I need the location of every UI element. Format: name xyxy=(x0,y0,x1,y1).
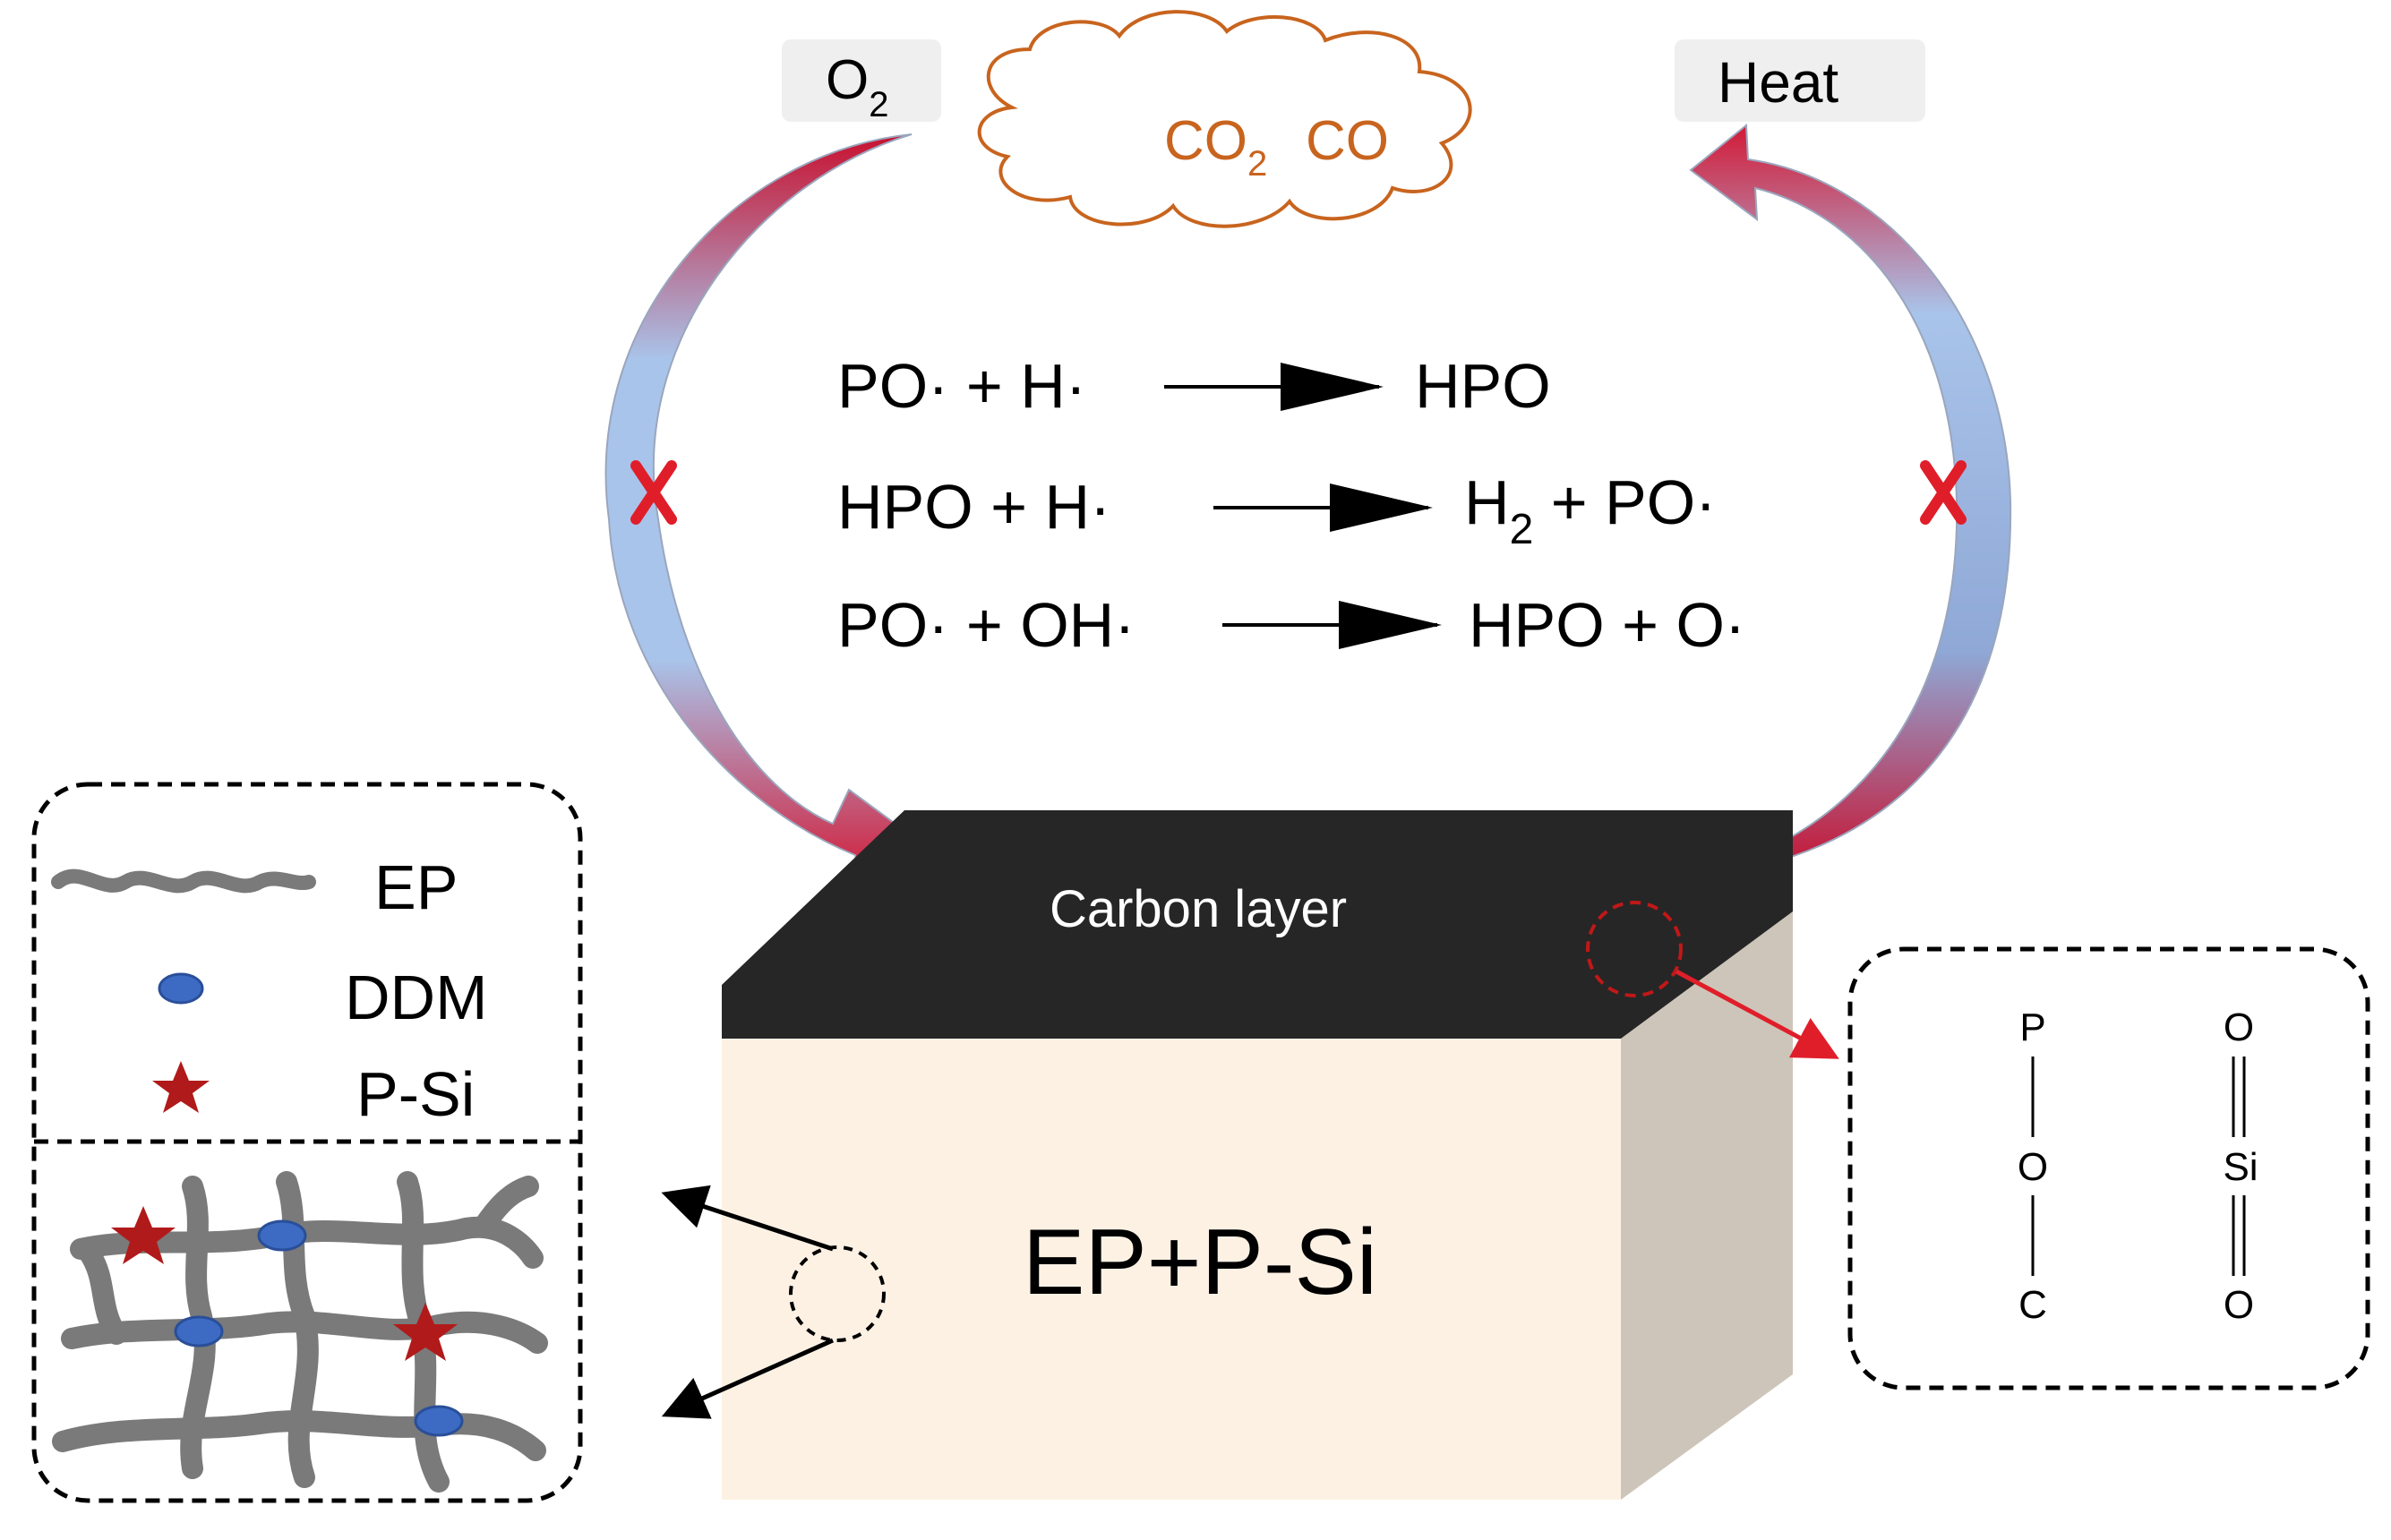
ellipse-icon xyxy=(158,972,204,1005)
zoom-arrow-down xyxy=(661,1338,835,1419)
star-icon xyxy=(152,1061,210,1113)
reaction-1-right: HPO xyxy=(1415,351,1551,421)
star-icon xyxy=(393,1303,458,1361)
zoom-arrow-carbon xyxy=(1675,969,1839,1059)
reaction-3-left: PO· + OH· xyxy=(837,590,1136,660)
legend-ddm-label: DDM xyxy=(345,962,487,1032)
material-block: Carbon layer EP+P-Si xyxy=(661,810,1839,1500)
reaction-2-right: H2 + PO· xyxy=(1464,467,1717,553)
reaction-2: HPO + H· H2 + PO· xyxy=(837,467,1717,553)
atom-o-top: O xyxy=(2224,1005,2254,1049)
crosslinked-network xyxy=(52,1171,548,1493)
star-icon xyxy=(111,1206,176,1264)
zoom-circle-carbon xyxy=(1586,901,1683,997)
block-side-face xyxy=(1621,911,1793,1500)
atom-o-mid: O xyxy=(2018,1145,2048,1189)
atom-o-bot: O xyxy=(2224,1283,2254,1327)
carbon-layer-label: Carbon layer xyxy=(1050,880,1347,938)
reaction-2-left: HPO + H· xyxy=(837,472,1110,542)
reaction-1-left: PO· + H· xyxy=(837,351,1086,421)
cloud-shape xyxy=(977,10,1472,228)
right-flow-arrow xyxy=(1689,123,2012,879)
cross-mark-icon xyxy=(630,460,677,525)
reaction-3: PO· + OH· HPO + O· xyxy=(837,590,1745,660)
reactions: PO· + H· HPO HPO + H· H2 + PO· PO· + OH·… xyxy=(837,351,1745,660)
gas-cloud: CO2 CO xyxy=(977,10,1472,228)
reaction-arrow-head xyxy=(1330,483,1433,532)
heat-text: Heat xyxy=(1718,50,1838,115)
ep-chain-icon xyxy=(51,868,316,894)
ellipse-icon xyxy=(414,1405,464,1437)
atom-p: P xyxy=(2019,1005,2045,1049)
legend-panel: EP DDM P-Si xyxy=(31,782,583,1503)
heat-label: Heat xyxy=(1675,39,1925,122)
block-label: EP+P-Si xyxy=(1023,1211,1377,1314)
legend-psi-label: P-Si xyxy=(356,1059,475,1129)
o2-label-box xyxy=(782,39,941,122)
structure-panel: P O C O Si O xyxy=(1847,946,2370,1390)
zoom-circle-block xyxy=(789,1245,886,1342)
legend-ep-label: EP xyxy=(374,852,458,922)
atom-c: C xyxy=(2018,1283,2047,1327)
cross-mark-icon xyxy=(1920,460,1967,525)
reaction-1: PO· + H· HPO xyxy=(837,351,1551,421)
o2-text: O2 xyxy=(826,49,888,124)
atom-si: Si xyxy=(2223,1145,2258,1189)
carbon-layer-front xyxy=(722,985,1621,1039)
carbon-layer-top xyxy=(722,810,1793,1039)
o2-label: O2 xyxy=(782,39,941,124)
cloud-co-text: CO xyxy=(1306,110,1389,172)
reaction-3-right: HPO + O· xyxy=(1469,590,1745,660)
ellipse-icon xyxy=(174,1315,224,1348)
ellipse-icon xyxy=(257,1219,307,1252)
reaction-arrow-head xyxy=(1281,363,1384,411)
reaction-arrow-head xyxy=(1339,601,1442,649)
heat-label-box xyxy=(1675,39,1925,122)
structure-panel-border xyxy=(1847,946,2370,1390)
cloud-co2-text: CO2 xyxy=(1164,110,1267,184)
zoom-arrow-up xyxy=(661,1185,834,1252)
